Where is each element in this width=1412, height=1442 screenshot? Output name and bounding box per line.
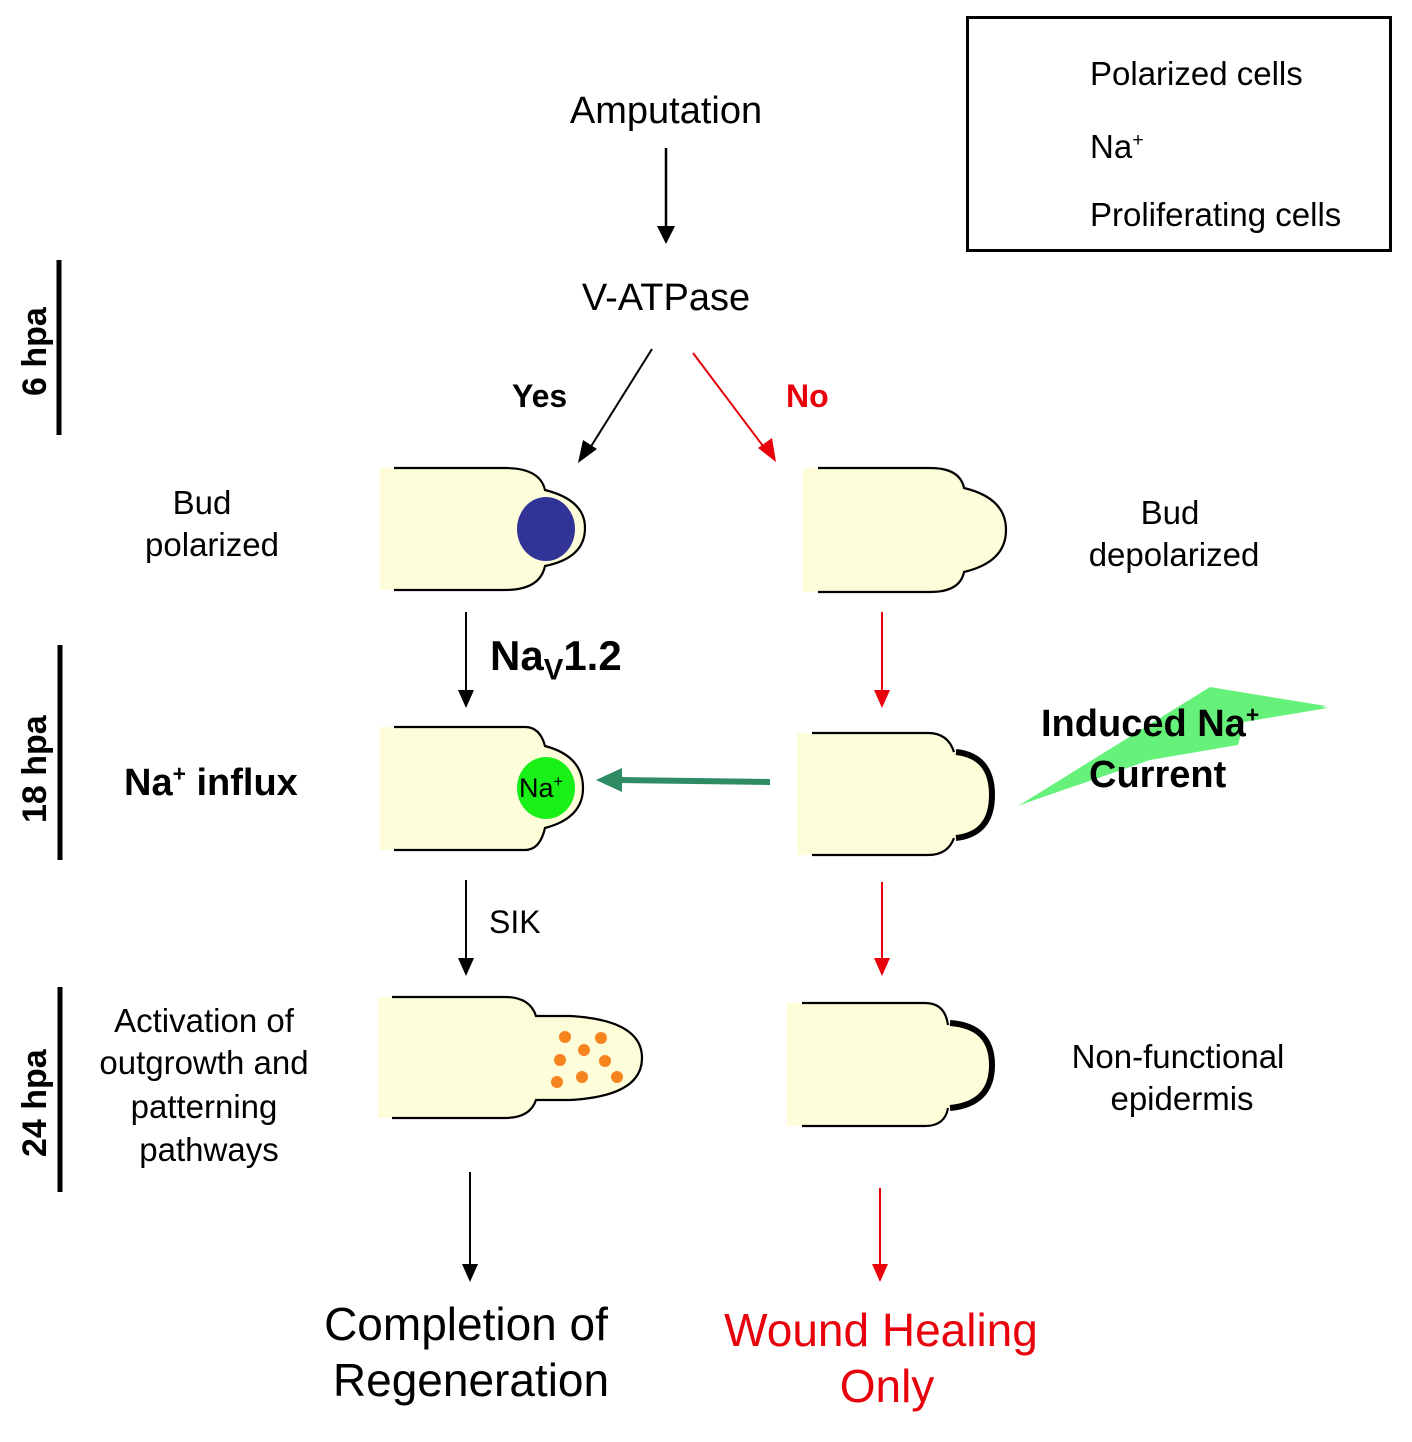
- na-influx-main: Na: [124, 762, 173, 804]
- na-inner-label: Na+: [519, 773, 563, 804]
- legend-label-sodium-sup: +: [1132, 129, 1144, 151]
- sik-label: SIK: [489, 904, 541, 940]
- na-influx-tail: influx: [185, 762, 298, 804]
- wound-healing-label-line1: Wound Healing: [724, 1304, 1038, 1356]
- cell-bud-polarized: [380, 466, 587, 592]
- cell-outgrowth: [378, 995, 644, 1120]
- arrow-nav12: [458, 612, 474, 708]
- arrow-red-step2: [874, 882, 890, 976]
- cell-na-influx: [380, 725, 585, 852]
- nav12-sub: V: [543, 653, 564, 687]
- thick-epidermis-cap: [955, 749, 996, 841]
- bud-polarized-label-line1: Bud: [172, 484, 232, 521]
- cell-thick-epidermis-18hpa: [797, 731, 996, 857]
- outgrowth-label-line1: Activation of: [114, 1002, 294, 1039]
- non-functional-label-line1: Non-functional: [1071, 1038, 1285, 1075]
- arrow-no: [692, 352, 776, 462]
- nav12-label: NaV1.2: [490, 632, 622, 685]
- bud-depolarized-label-line2: depolarized: [1088, 536, 1260, 573]
- timeline-label-18hpa: 18 hpa: [16, 715, 54, 823]
- nav12-tail: 1.2: [563, 632, 622, 679]
- legend: [966, 16, 1392, 252]
- induced-current-label-line2: Current: [1089, 754, 1227, 796]
- completion-label-line1: Completion of: [324, 1298, 608, 1350]
- na-influx-sup: +: [172, 760, 186, 787]
- induced-current-label-line1: Induced Na+: [1041, 703, 1259, 747]
- outgrowth-label-line2: outgrowth and: [99, 1044, 309, 1081]
- non-functional-label-line2: epidermis: [1110, 1080, 1254, 1117]
- bud-depolarized-label-line1: Bud: [1140, 494, 1200, 531]
- legend-label-proliferating: Proliferating cells: [1090, 196, 1342, 233]
- proliferating-cells-marks: [551, 1031, 623, 1088]
- timeline-label-24hpa: 24 hpa: [16, 1049, 54, 1157]
- na-inner-main: Na: [519, 773, 554, 803]
- current-bolt-icon-body: [1020, 688, 1328, 805]
- timeline-label-6hpa: 6 hpa: [16, 307, 54, 396]
- outgrowth-label-line3: patterning: [130, 1088, 278, 1125]
- completion-label-line2: Regeneration: [332, 1354, 610, 1406]
- cell-bud-depolarized: [803, 466, 1008, 594]
- bud-polarized-label-line2: polarized: [145, 526, 279, 563]
- no-label: No: [786, 378, 829, 414]
- induced-current-main: Induced Na: [1041, 703, 1246, 745]
- arrow-yes: [578, 348, 653, 463]
- legend-label-sodium: Na+: [1090, 128, 1144, 166]
- na-influx-label: Na+ influx: [124, 762, 298, 806]
- vatpase-label: V-ATPase: [581, 277, 751, 319]
- amputation-label: Amputation: [569, 90, 763, 132]
- arrow-amputation-to-vatpase: [657, 148, 675, 244]
- arrow-to-wound-healing: [872, 1188, 888, 1282]
- yes-label: Yes: [512, 378, 568, 414]
- arrow-sik: [458, 880, 474, 976]
- na-inner-sup: +: [553, 773, 563, 791]
- sodium-mark: [517, 757, 575, 819]
- wound-healing-label-line2: Only: [839, 1360, 935, 1412]
- legend-label-sodium-text: Na: [1090, 128, 1133, 165]
- outgrowth-label-line4: pathways: [139, 1131, 279, 1168]
- arrow-to-completion: [462, 1172, 478, 1282]
- induced-current-sup: +: [1245, 701, 1260, 728]
- arrow-induced-current-to-influx: [596, 768, 771, 792]
- cell-non-functional-epidermis: [787, 1001, 996, 1128]
- nav12-main: Na: [490, 632, 544, 679]
- arrow-red-step1: [874, 612, 890, 708]
- legend-label-polarized: Polarized cells: [1090, 55, 1303, 92]
- polarized-cells-mark: [517, 497, 575, 561]
